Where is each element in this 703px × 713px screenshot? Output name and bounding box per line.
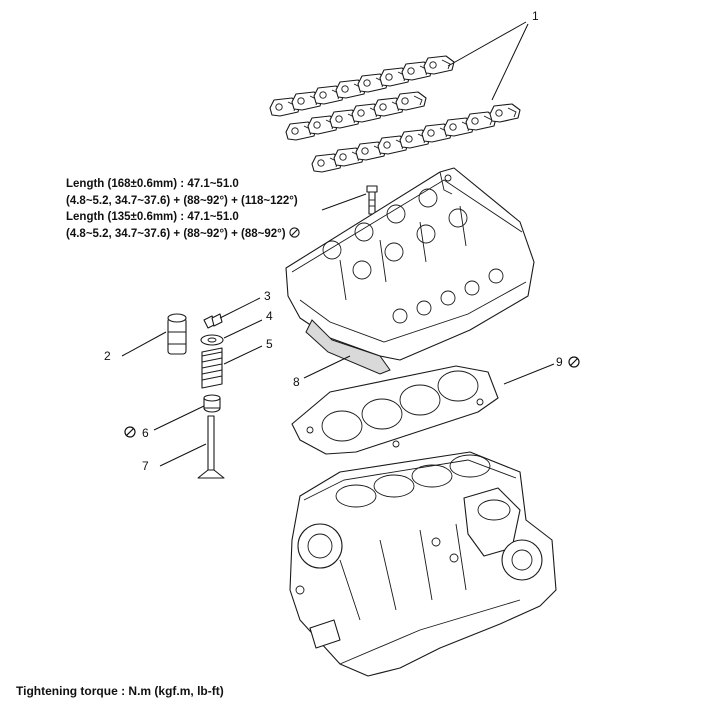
bolt-torque-spec: Length (168±0.6mm) : 47.1~51.0 (4.8~5.2,…	[66, 176, 300, 242]
do-not-reuse-icon	[124, 426, 136, 438]
svg-text:1: 1	[532, 9, 539, 23]
callout-4: 4	[223, 309, 273, 339]
callout-2: 2	[104, 331, 167, 363]
svg-text:2: 2	[104, 349, 111, 363]
cylinder-head	[285, 167, 535, 375]
cylinder-head-bolt	[366, 185, 378, 215]
valve-cotters	[203, 313, 223, 329]
svg-text:3: 3	[264, 289, 271, 303]
valve	[197, 415, 225, 479]
valve-spring	[201, 347, 223, 389]
svg-text:9: 9	[556, 355, 563, 369]
do-not-reuse-icon	[288, 226, 300, 238]
svg-text:4: 4	[266, 309, 273, 323]
spec-line-2: (4.8~5.2, 34.7~37.6) + (88~92°) + (118~1…	[66, 194, 298, 207]
valve-spring-retainer	[200, 334, 224, 346]
callout-1: 1	[447, 9, 539, 101]
spec-line-4: (4.8~5.2, 34.7~37.6) + (88~92°) + (88~92…	[66, 226, 300, 243]
callout-5: 5	[223, 337, 273, 365]
callout-9: 9	[503, 355, 580, 385]
lash-adjuster	[167, 313, 187, 355]
svg-text:5: 5	[266, 337, 273, 351]
spec-line-1: Length (168±0.6mm) : 47.1~51.0	[66, 178, 239, 190]
svg-text:6: 6	[142, 426, 149, 440]
do-not-reuse-icon	[568, 356, 580, 368]
svg-text:7: 7	[142, 459, 149, 473]
callout-6: 6	[124, 405, 205, 440]
valve-stem-seal	[203, 394, 221, 413]
svg-text:8: 8	[293, 375, 300, 389]
callout-3: 3	[219, 289, 271, 319]
cylinder-block	[289, 451, 557, 677]
spec-line-3: Length (135±0.6mm) : 47.1~51.0	[66, 211, 239, 223]
callout-7: 7	[142, 443, 207, 473]
torque-unit-note: Tightening torque : N.m (kgf.m, lb-ft)	[16, 684, 224, 698]
cylinder-head-gasket	[291, 365, 499, 455]
callout-8: 8	[293, 355, 351, 389]
